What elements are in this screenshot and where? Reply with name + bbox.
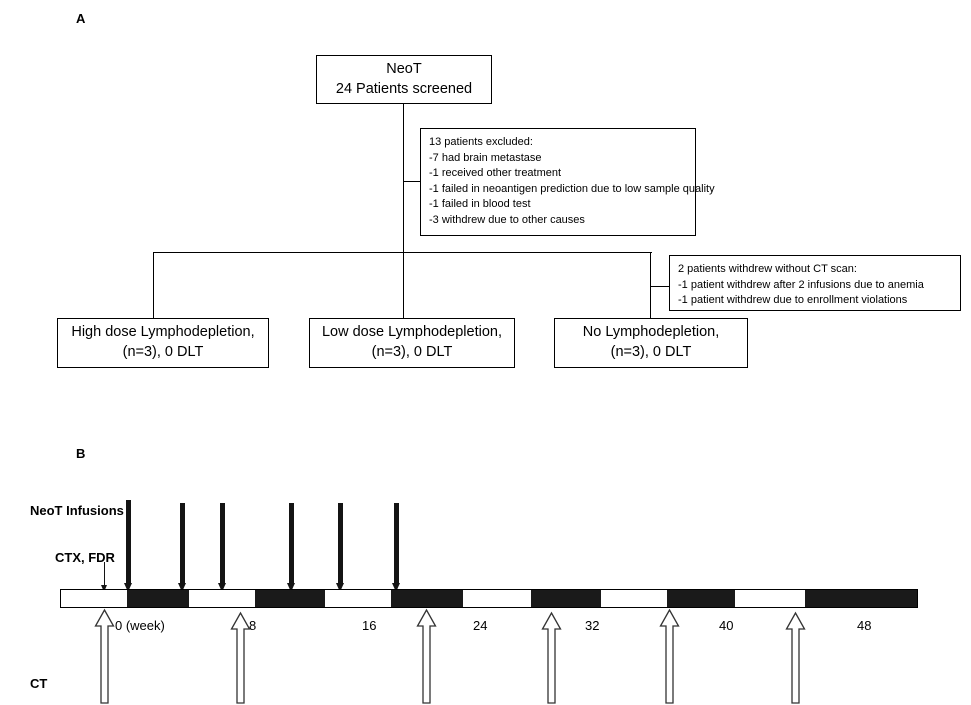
box-arm-high-dose: High dose Lymphodepletion, (n=3), 0 DLT [57, 318, 269, 368]
connector-excluded-stub [403, 181, 421, 183]
arm-no-lympho-line1: No Lymphodepletion, [582, 324, 720, 341]
label-neot-infusions: NeoT Infusions [30, 503, 124, 518]
box-withdrew-item-1: -1 patient withdrew after 2 infusions du… [678, 278, 924, 291]
tick-label-24: 24 [473, 618, 488, 633]
arrow-ct-up-icon [230, 611, 251, 705]
arrow-infusion-down-icon [124, 500, 133, 592]
timeline-segment [667, 590, 735, 607]
box-excluded-item-3: -1 failed in neoantigen prediction due t… [429, 182, 715, 195]
arrow-infusion-down-icon [392, 503, 401, 592]
box-excluded: 13 patients excluded: -7 had brain metas… [420, 128, 715, 236]
timeline-segment [391, 590, 463, 607]
label-ctx-fdr: CTX, FDR [55, 550, 115, 565]
box-arm-no-lymphodepletion: No Lymphodepletion, (n=3), 0 DLT [554, 318, 748, 368]
box-excluded-item-4: -1 failed in blood test [429, 198, 531, 211]
arm-high-dose-line1: High dose Lymphodepletion, [71, 324, 255, 341]
box-withdrew-item-2: -1 patient withdrew due to enrollment vi… [678, 294, 908, 307]
arm-low-dose-line2: (n=3), 0 DLT [371, 344, 453, 360]
timeline-segment [325, 590, 391, 607]
timeline-segment [531, 590, 601, 607]
timeline-bar [60, 589, 918, 608]
arm-low-dose-line1: Low dose Lymphodepletion, [321, 324, 503, 341]
arrow-infusion-down-icon [287, 503, 296, 592]
connector-withdrew-stub [650, 286, 670, 288]
arrow-infusion-down-icon [178, 503, 187, 592]
tick-label-8: 8 [249, 618, 257, 633]
tick-label-48: 48 [857, 618, 872, 633]
box-screened: NeoT 24 Patients screened [316, 55, 492, 104]
arrow-ct-up-icon [416, 608, 437, 705]
connector-drop-arm-1 [153, 252, 155, 318]
connector-branch-horizontal [153, 252, 652, 254]
timeline-segment [805, 590, 917, 607]
timeline-segment [735, 590, 805, 607]
connector-drop-arm-2 [403, 252, 405, 318]
box-withdrew-heading: 2 patients withdrew without CT scan: [678, 263, 857, 275]
arrow-ct-up-icon [541, 611, 562, 705]
box-screened-line1: NeoT [386, 60, 422, 77]
arrow-infusion-down-icon [336, 503, 345, 592]
arrow-ct-up-icon [94, 608, 115, 705]
label-ct: CT [30, 676, 48, 691]
box-withdrew: 2 patients withdrew without CT scan: -1 … [669, 255, 961, 311]
box-arm-low-dose: Low dose Lymphodepletion, (n=3), 0 DLT [309, 318, 515, 368]
arrow-ct-up-icon [785, 611, 806, 705]
box-excluded-item-2: -1 received other treatment [429, 167, 562, 180]
box-screened-line2: 24 Patients screened [335, 80, 473, 97]
panel-label-a: A [76, 11, 86, 26]
tick-label-0: 0 (week) [115, 618, 165, 633]
timeline-segment [601, 590, 667, 607]
arrow-ctx-fdr-down-icon [101, 562, 108, 592]
arrow-ct-up-icon [659, 608, 680, 705]
arm-no-lympho-line2: (n=3), 0 DLT [610, 344, 692, 360]
timeline-segment [255, 590, 325, 607]
box-excluded-item-5: -3 withdrew due to other causes [429, 214, 585, 227]
connector-drop-arm-3 [650, 252, 652, 318]
arm-high-dose-line2: (n=3), 0 DLT [122, 344, 204, 360]
box-excluded-heading: 13 patients excluded: [429, 136, 533, 148]
tick-label-16: 16 [362, 618, 377, 633]
tick-label-40: 40 [719, 618, 734, 633]
timeline-segment [61, 590, 127, 607]
connector-trunk-vertical [403, 104, 405, 253]
arrow-infusion-down-icon [218, 503, 227, 592]
timeline-segment [463, 590, 531, 607]
timeline-segment [189, 590, 255, 607]
timeline-segment [127, 590, 189, 607]
tick-label-32: 32 [585, 618, 600, 633]
box-excluded-item-1: -7 had brain metastase [429, 151, 542, 164]
panel-label-b: B [76, 446, 86, 461]
